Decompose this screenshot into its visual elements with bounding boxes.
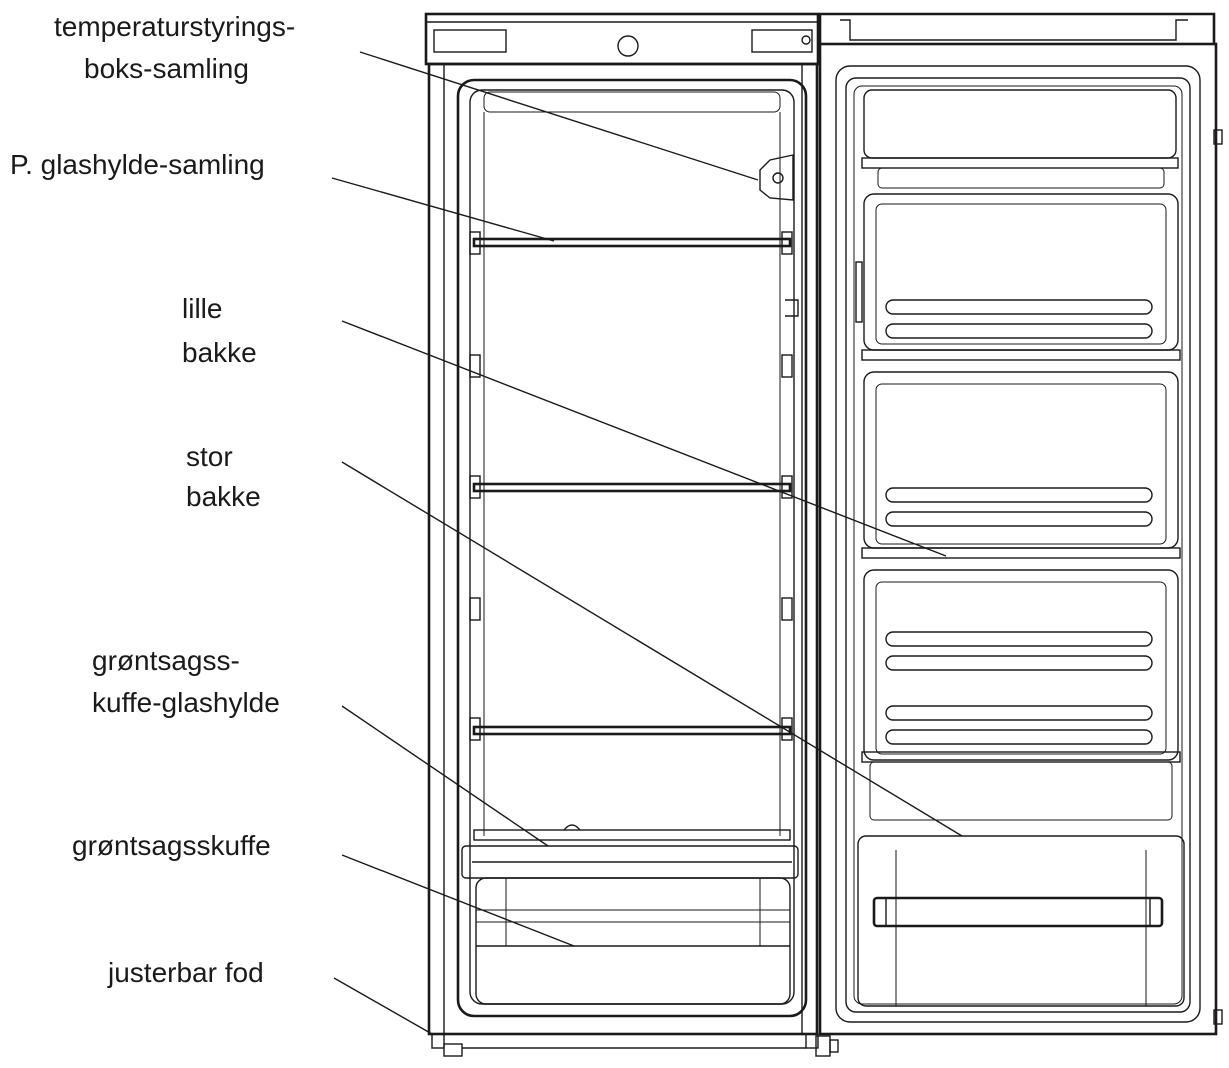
leader-lines xyxy=(331,51,963,1035)
fridge-door xyxy=(815,12,1223,1057)
leader-line-temperature-box xyxy=(359,51,759,181)
leader-line-small-tray xyxy=(341,320,947,557)
label-large-tray-line2: bakke xyxy=(186,481,261,512)
crisper-glass-cover-shape xyxy=(473,824,791,841)
large-tray-shape xyxy=(861,569,1181,821)
middle-tray-shape xyxy=(861,371,1181,559)
adjustable-feet xyxy=(431,1033,819,1057)
crisper-drawer-shape xyxy=(461,845,799,1005)
label-large-tray-line1: stor xyxy=(186,441,233,472)
label-glass-shelf: P. glashylde-samling xyxy=(10,149,265,180)
shelf-supports xyxy=(469,231,793,741)
small-tray-shape xyxy=(861,193,1181,361)
leader-line-large-tray xyxy=(341,461,963,837)
label-crisper-drawer: grøntsagsskuffe xyxy=(72,830,271,861)
label-temperature-box-line2: boks-samling xyxy=(84,53,249,84)
leader-line-glass-shelf xyxy=(331,177,555,242)
glass-shelves xyxy=(472,237,792,736)
label-small-tray-line1: lille xyxy=(182,293,222,324)
label-small-tray-line2: bakke xyxy=(182,337,257,368)
label-temperature-box-line1: temperaturstyrings- xyxy=(54,11,295,42)
leader-line-crisper-glass xyxy=(341,705,549,847)
label-adjustable-foot: justerbar fod xyxy=(107,957,264,988)
door-bin-top xyxy=(861,89,1179,189)
label-crisper-glass-line2: kuffe-glashylde xyxy=(92,687,280,718)
door-bin-bottom xyxy=(857,835,1185,1007)
leader-line-crisper-drawer xyxy=(341,854,575,947)
label-crisper-glass-line1: grøntsagss- xyxy=(92,645,240,676)
labels: temperaturstyrings- boks-samling P. glas… xyxy=(10,11,295,988)
thermostat-box-shape xyxy=(759,154,799,317)
leader-line-adjustable-foot xyxy=(333,977,433,1035)
fridge-cabinet xyxy=(424,12,820,1057)
